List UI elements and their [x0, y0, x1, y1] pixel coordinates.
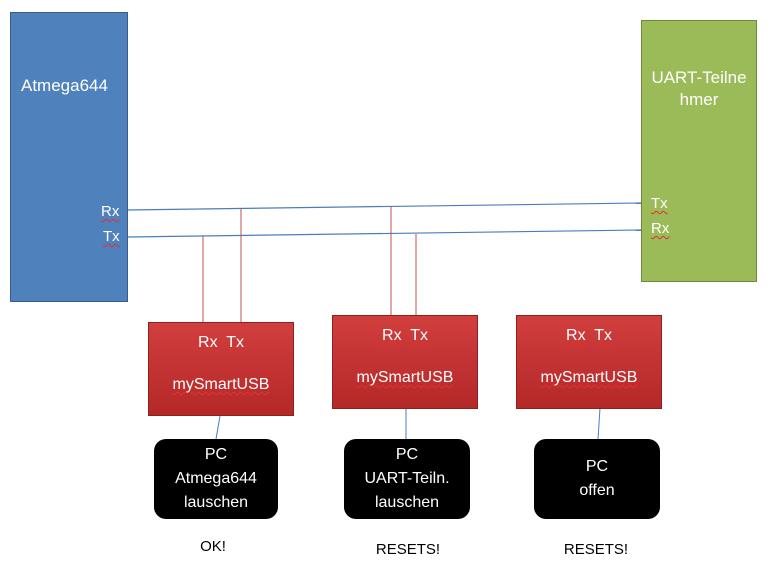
pc-label: PC	[585, 458, 609, 475]
adapter-pins: Rx Tx	[517, 326, 661, 346]
mysmartusb-adapter-1: Rx Tx mySmartUSB	[148, 322, 294, 416]
pc-box-1: PC Atmega644 lauschen	[154, 439, 278, 519]
pc-action: lauschen	[183, 494, 249, 511]
adapter-tx-label: Tx	[594, 327, 612, 344]
status-label-3: RESETS!	[563, 541, 629, 558]
adapter-tx-label: Tx	[410, 327, 428, 344]
pc-action: lauschen	[374, 494, 440, 511]
adapter-pins: Rx Tx	[149, 333, 293, 353]
pc-box-3: PC offen	[534, 439, 660, 519]
adapter-tx-label: Tx	[226, 334, 244, 351]
usb-link-3	[597, 407, 601, 440]
atmega-title: Atmega644	[21, 76, 108, 95]
uart-block: UART-Teilnehmer Tx Rx	[641, 20, 757, 282]
pc-label: PC	[395, 446, 419, 463]
adapter-rx-label: Rx	[566, 327, 586, 344]
atmega-block: Atmega644 Rx Tx	[10, 12, 128, 302]
tx-rx-bus-line	[126, 229, 642, 238]
adapter-rx-label: Rx	[198, 334, 218, 351]
adapter-name: mySmartUSB	[172, 376, 270, 393]
status-label-2: RESETS!	[375, 541, 441, 558]
atmega-tx-pin: Tx	[103, 228, 120, 245]
adapter-name: mySmartUSB	[356, 369, 454, 386]
pc-label: PC	[204, 446, 228, 463]
mysmartusb-adapter-2: Rx Tx mySmartUSB	[332, 315, 478, 409]
mysmartusb-adapter-3: Rx Tx mySmartUSB	[516, 315, 662, 409]
pc-role: offen	[579, 482, 615, 499]
adapter-name: mySmartUSB	[540, 369, 638, 386]
usb-link-1	[215, 415, 221, 440]
uart-tx-pin: Tx	[651, 195, 668, 212]
adapter-rx-label: Rx	[382, 327, 402, 344]
uart-title: UART-Teilnehmer	[642, 67, 756, 111]
uart-title-text: UART-Teilnehmer	[651, 68, 747, 109]
status-label-1: OK!	[200, 538, 226, 555]
atmega-rx-pin: Rx	[101, 203, 120, 220]
uart-rx-pin: Rx	[651, 220, 670, 237]
pc-box-2: PC UART-Teiln. lauschen	[344, 439, 470, 519]
adapter-pins: Rx Tx	[333, 326, 477, 346]
pc-role: UART-Teiln.	[364, 470, 450, 487]
pc-role: Atmega644	[175, 470, 257, 487]
rx-tx-bus-line	[126, 202, 642, 211]
